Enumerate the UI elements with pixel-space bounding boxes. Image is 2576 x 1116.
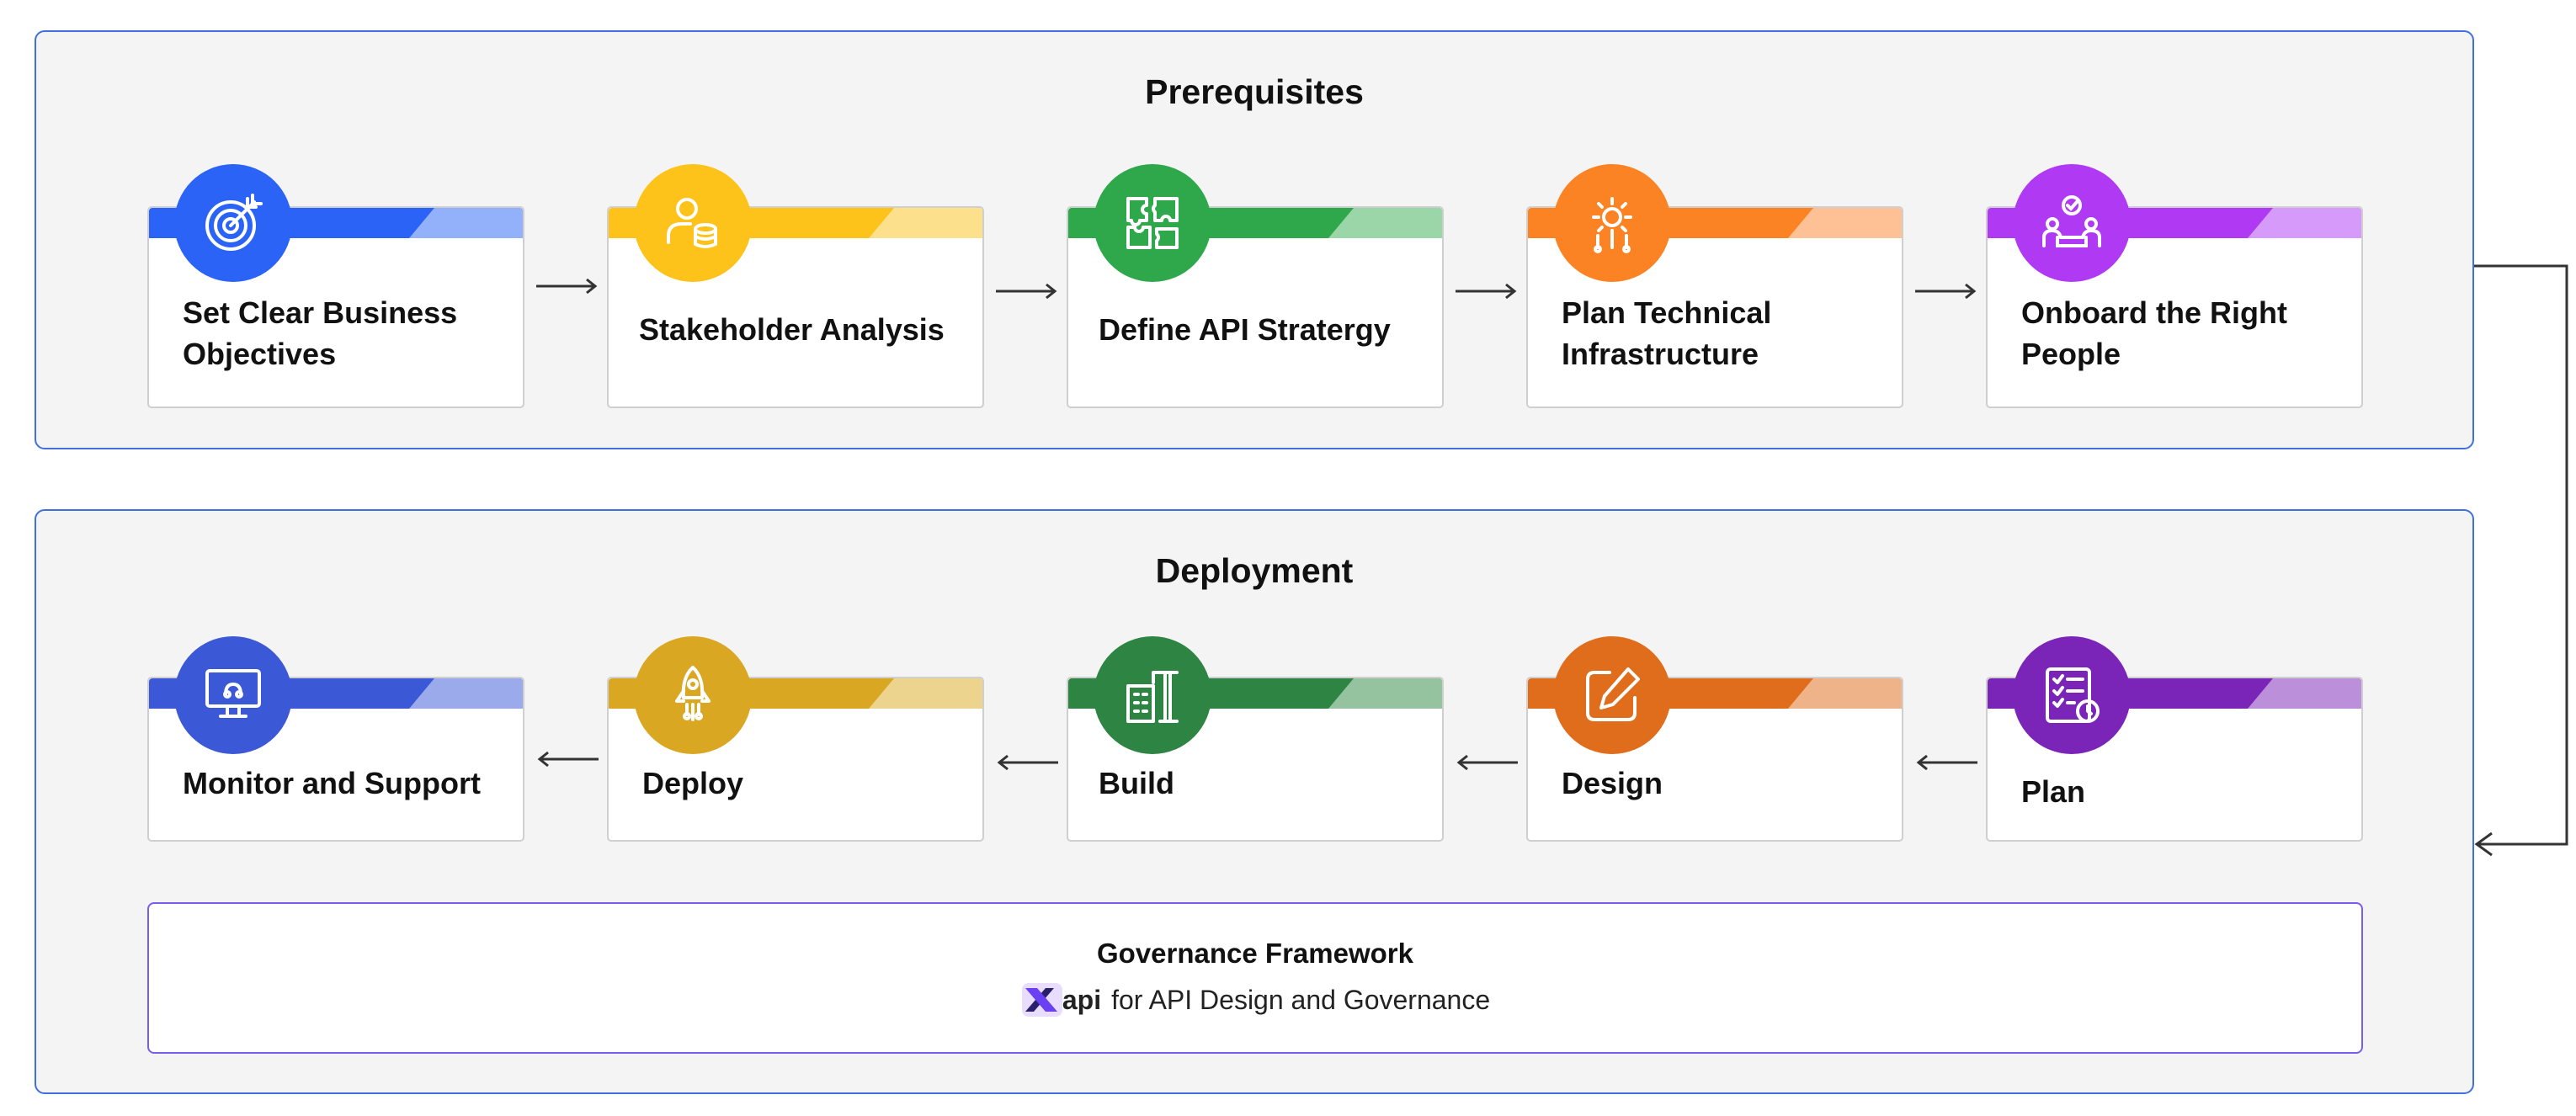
right-arrow-icon [1915,283,1977,300]
stakeholder-icon [634,164,752,282]
step-card-set-clear-business-objectives: Set Clear Business Objectives [147,164,524,408]
step-label: Design [1562,766,1663,800]
step-label: Stakeholder Analysis [639,312,945,347]
step-card-design: Design [1526,636,1903,842]
step-label: Monitor and Support [183,766,481,800]
step-label: Onboard the Right People [2021,295,2287,371]
section-connector-arrow [2474,264,2568,857]
step-card-plan: Plan [1986,636,2363,842]
step-card-build: Build [1067,636,1444,842]
monitor-icon [174,636,292,754]
infrastructure-gear-icon [1553,164,1671,282]
step-label: Plan [2021,774,2086,809]
xapi-logo-text: api [1062,984,1102,1015]
right-arrow-icon [1456,283,1517,300]
xapi-logo: api [1020,981,1101,1018]
governance-framework-box: Governance Framework api for API Design … [147,902,2363,1054]
left-arrow-icon [1456,754,1518,771]
left-arrow-icon [1916,754,1977,771]
right-arrow-icon [996,283,1057,300]
step-label: Build [1099,766,1174,800]
governance-subtitle-row: api for API Design and Governance [149,981,2361,1018]
step-card-define-api-stratergy: Define API Stratergy [1067,164,1444,408]
step-label: Plan Technical Infrastructure [1562,295,1772,371]
step-card-stakeholder-analysis: Stakeholder Analysis [607,164,984,408]
governance-subtitle: for API Design and Governance [1111,984,1491,1015]
step-card-monitor-and-support: Monitor and Support [147,636,524,842]
step-card-deploy: Deploy [607,636,984,842]
governance-title: Governance Framework [1097,938,1413,969]
left-arrow-icon [537,751,599,768]
right-arrow-icon [536,278,598,295]
checklist-icon [2013,636,2131,754]
step-card-plan-technical-infrastructure: Plan Technical Infrastructure [1526,164,1903,408]
building-crane-icon [1094,636,1211,754]
step-label: Deploy [642,766,744,800]
pencil-edit-icon [1553,636,1671,754]
deployment-title: Deployment [1155,551,1354,590]
step-label: Set Clear Business Objectives [183,295,458,371]
step-card-onboard-the-right-people: Onboard the Right People [1986,164,2363,408]
step-label: Define API Stratergy [1099,312,1391,347]
card-color-band [149,208,523,238]
prerequisites-title: Prerequisites [1145,72,1364,111]
puzzle-icon [1094,164,1211,282]
target-icon [174,164,292,282]
rocket-icon [634,636,752,754]
left-arrow-icon [997,754,1058,771]
people-meeting-icon [2013,164,2131,282]
